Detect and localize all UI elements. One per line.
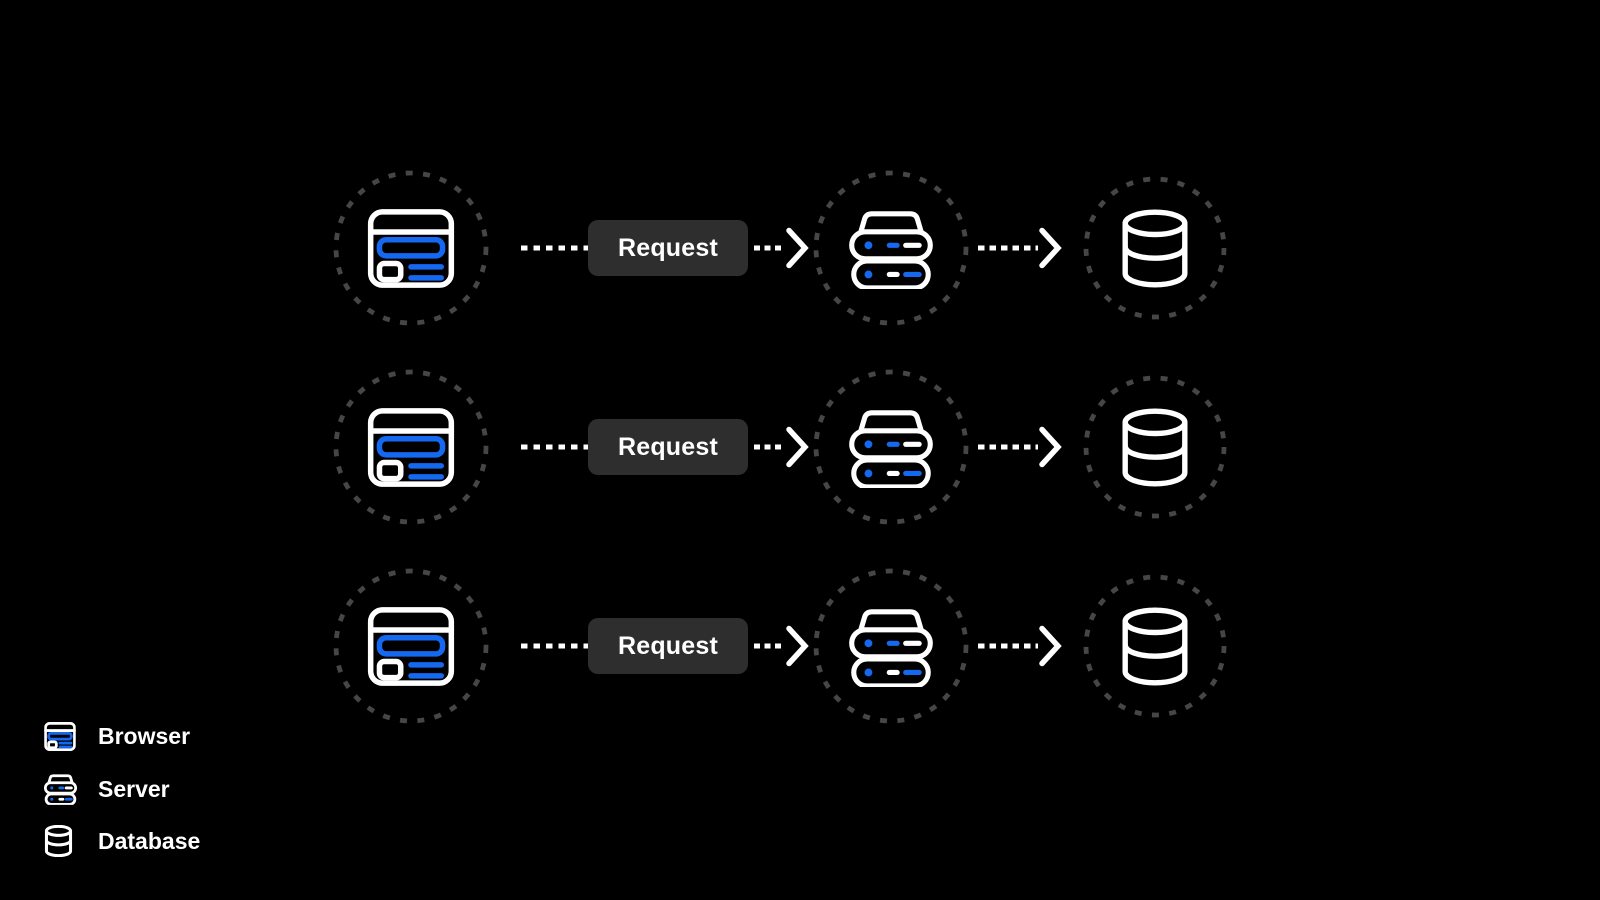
browser-icon <box>367 407 455 488</box>
legend-label: Database <box>98 827 201 854</box>
dashed-circle <box>333 369 489 525</box>
dashed-arrow <box>978 426 1062 468</box>
dashed-circle <box>333 170 489 326</box>
server-node <box>813 568 969 724</box>
legend-item-server: Server <box>44 772 170 806</box>
dashed-arrow <box>754 227 809 269</box>
database-node <box>1083 176 1227 320</box>
database-node <box>1083 574 1227 718</box>
browser-icon <box>44 722 78 751</box>
legend-label: Browser <box>98 722 191 749</box>
dashed-connector <box>521 444 588 450</box>
server-icon <box>848 406 934 488</box>
flow-row: Request <box>0 566 1600 726</box>
dashed-circle <box>813 568 969 724</box>
dashed-arrow <box>978 227 1062 269</box>
request-label: Request <box>617 233 719 262</box>
flow-row: Request <box>0 168 1600 328</box>
database-icon <box>44 825 78 857</box>
browser-node <box>333 170 489 326</box>
dashed-circle <box>1083 574 1227 718</box>
legend-item-database: Database <box>44 824 200 858</box>
dashed-circle <box>1083 176 1227 320</box>
request-label: Request <box>617 432 719 461</box>
dashed-circle <box>813 170 969 326</box>
server-node <box>813 170 969 326</box>
browser-icon <box>367 606 455 687</box>
browser-node <box>333 369 489 525</box>
dashed-arrow <box>754 426 809 468</box>
request-chip: Request <box>588 220 748 276</box>
legend-item-browser: Browser <box>44 719 190 753</box>
dashed-connector <box>521 245 588 251</box>
dashed-arrow <box>754 625 809 667</box>
request-chip: Request <box>588 618 748 674</box>
dashed-circle <box>813 369 969 525</box>
flow-row: Request <box>0 367 1600 527</box>
database-node <box>1083 375 1227 519</box>
database-icon <box>1119 607 1191 686</box>
database-icon <box>1119 408 1191 487</box>
server-icon <box>44 773 78 805</box>
server-node <box>813 369 969 525</box>
dashed-connector <box>521 643 588 649</box>
legend-label: Server <box>98 775 170 802</box>
dashed-arrow <box>978 625 1062 667</box>
browser-icon <box>367 208 455 289</box>
request-label: Request <box>617 631 719 660</box>
request-chip: Request <box>588 419 748 475</box>
dashed-circle <box>1083 375 1227 519</box>
database-icon <box>1119 209 1191 288</box>
server-icon <box>848 605 934 687</box>
server-icon <box>848 207 934 289</box>
browser-node <box>333 568 489 724</box>
dashed-circle <box>333 568 489 724</box>
